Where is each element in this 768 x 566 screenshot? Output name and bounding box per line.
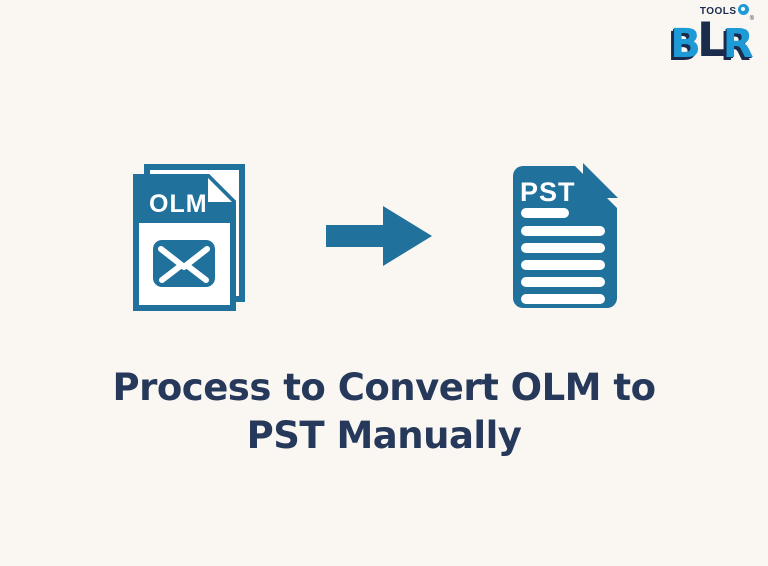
olm-fold-corner xyxy=(208,178,232,202)
envelope-fold-left xyxy=(159,264,182,283)
brand-letter-l: L xyxy=(696,13,727,69)
page-title: Process to Convert OLM to PST Manually xyxy=(0,364,768,460)
page-title-line-2: PST Manually xyxy=(246,414,522,457)
pst-fold-corner xyxy=(583,163,618,198)
olm-label: OLM xyxy=(149,190,208,218)
arrow-shape xyxy=(326,206,432,266)
arrow-right-icon xyxy=(326,206,432,266)
brand-letter-b: B xyxy=(670,21,700,67)
brand-logo-tagline-row: TOOLS ® xyxy=(699,4,754,22)
pst-line-short xyxy=(521,208,569,218)
brand-tagline: TOOLS xyxy=(699,6,737,17)
envelope-fold-right xyxy=(186,264,209,283)
envelope-flap xyxy=(158,246,210,270)
brand-wordmark: B L R xyxy=(662,13,758,69)
page-title-line-1: Process to Convert OLM to xyxy=(112,366,656,409)
registered-trademark: ® xyxy=(749,16,754,22)
pst-line xyxy=(521,226,605,236)
pst-line xyxy=(521,243,605,253)
pst-line xyxy=(521,277,605,287)
pst-file-icon: PST xyxy=(513,163,618,308)
pst-line xyxy=(521,260,605,270)
brand-badge-icon xyxy=(737,4,749,15)
olm-file-icon: OLM xyxy=(133,164,245,311)
pst-line xyxy=(521,294,605,304)
brand-logo: TOOLS ® B L R xyxy=(662,4,758,69)
pst-label: PST xyxy=(520,177,576,207)
pst-body xyxy=(513,166,617,308)
brand-letter-r: R xyxy=(722,21,754,67)
